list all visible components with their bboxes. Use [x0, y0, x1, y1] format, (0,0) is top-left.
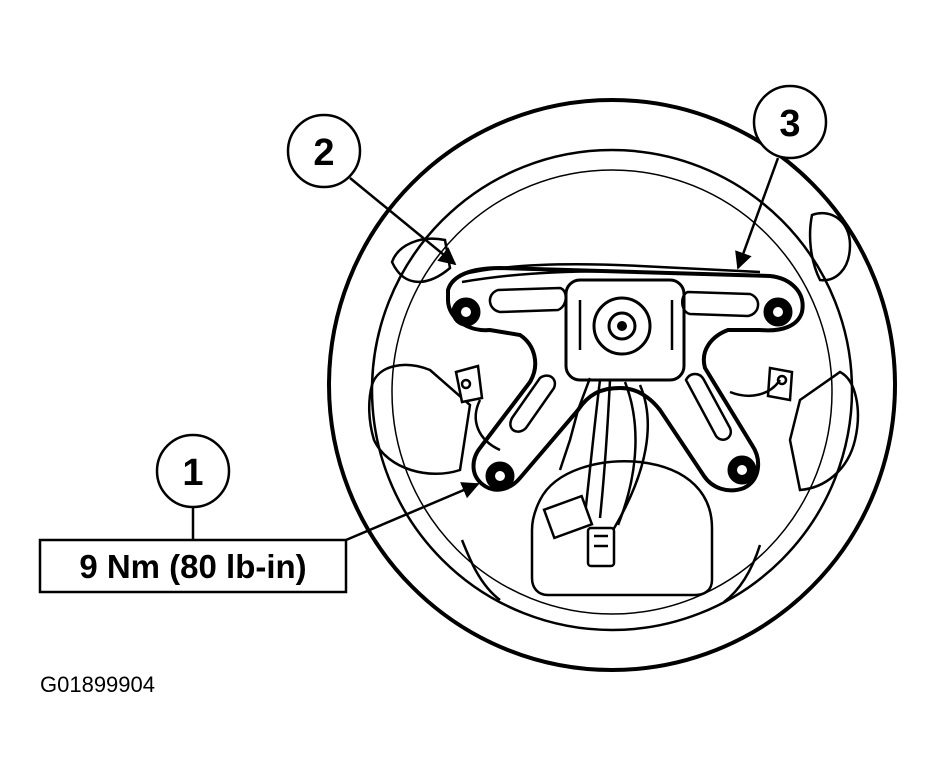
callout-3-leader-arrow — [735, 157, 780, 270]
callout-2-number: 2 — [313, 132, 334, 174]
mounting-bolts — [451, 297, 793, 491]
torque-spec-box — [38, 538, 348, 594]
figure-id: G01899904 — [40, 672, 155, 697]
callout-1: 1 — [155, 433, 231, 540]
center-hub — [592, 296, 652, 356]
torque-spec-text: 9 Nm (80 lb-in) — [79, 548, 306, 585]
wheel-spoke-cutouts — [368, 212, 860, 492]
callout-2-circle — [286, 113, 362, 189]
callout-2: 2 — [286, 113, 362, 189]
wheel-rim — [327, 98, 897, 672]
callout-1-number: 1 — [182, 452, 203, 494]
callout-3-number: 3 — [779, 103, 800, 145]
torque-spec-label: 9 Nm (80 lb-in) — [38, 538, 348, 594]
mounting-bracket — [446, 265, 805, 493]
callout-1-leader-arrow — [345, 482, 480, 542]
callout-3: 3 — [752, 84, 828, 160]
wiring-harness — [459, 263, 782, 536]
callout-3-circle — [752, 84, 828, 160]
wire-connectors — [542, 494, 616, 568]
callout-2-leader-arrow — [349, 177, 457, 266]
bracket-side-tabs — [454, 364, 794, 404]
wheel-hub-recess — [460, 460, 762, 603]
